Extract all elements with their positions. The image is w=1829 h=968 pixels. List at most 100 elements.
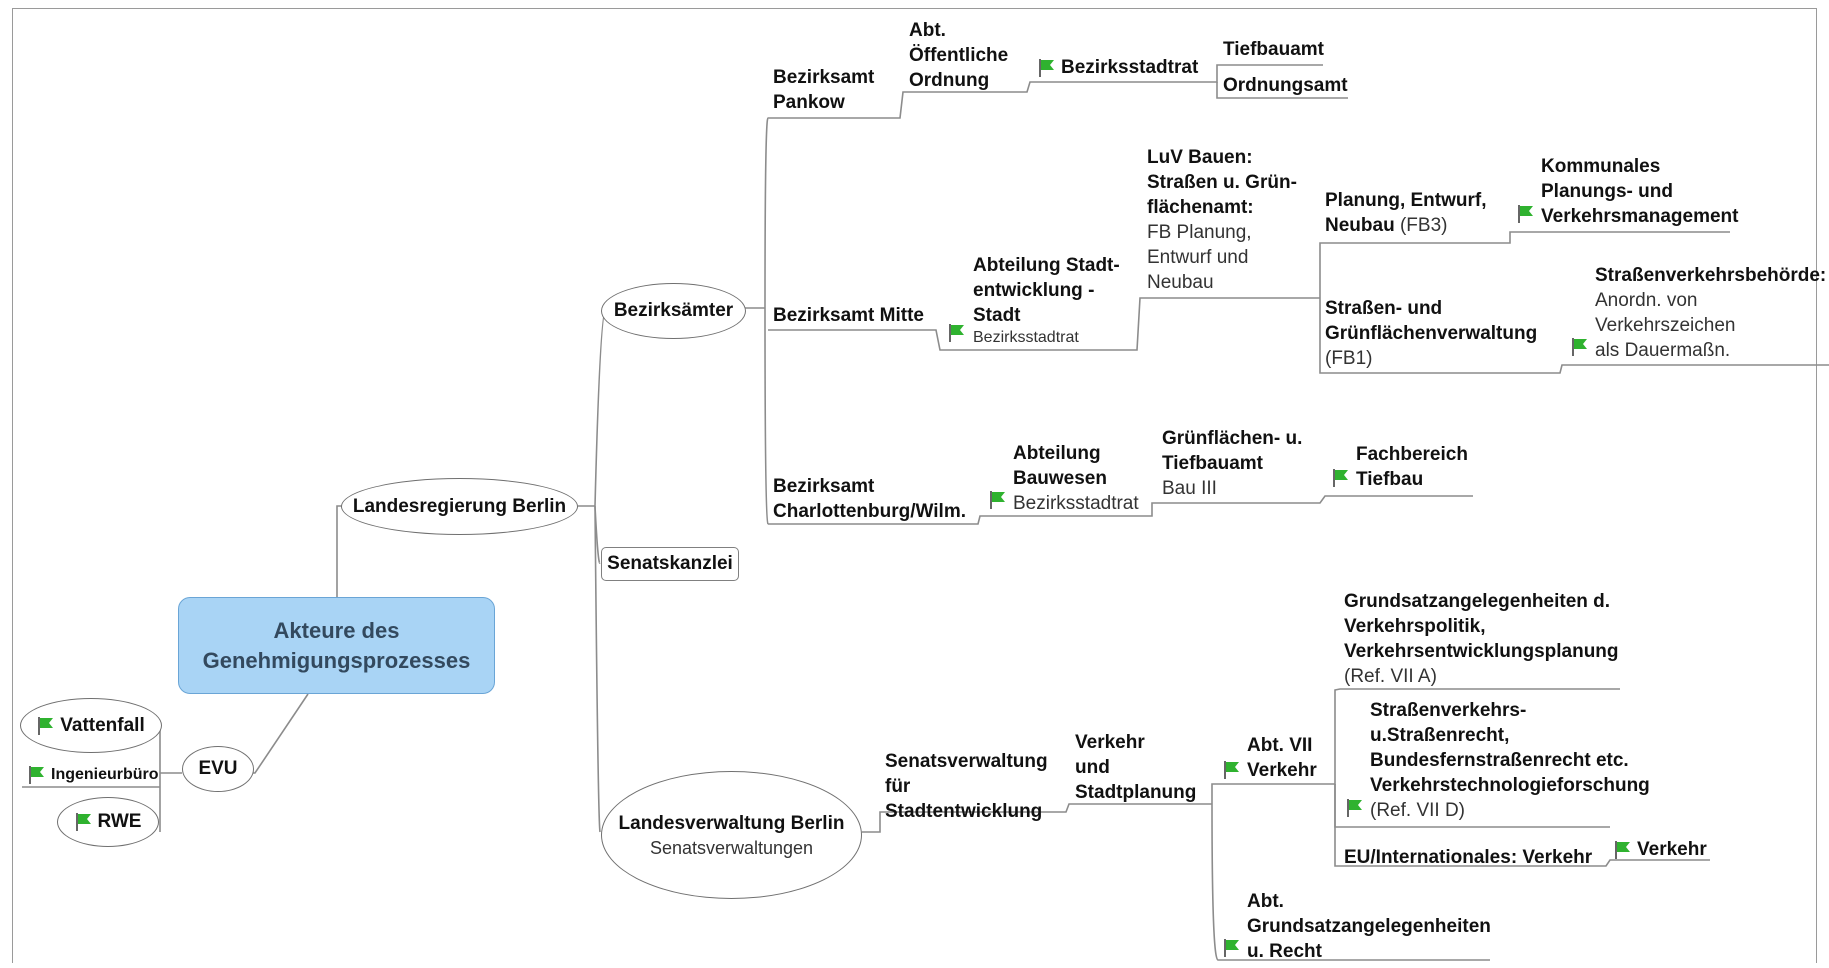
node-verkehr-label: Verkehr bbox=[1637, 839, 1707, 860]
node-svb-sub-line: als Dauermaßn. bbox=[1595, 340, 1731, 361]
node-eu-internationales-label: EU/Internationales: Verkehr bbox=[1344, 847, 1593, 868]
node-abt-grundsatz-recht-line: Abt. bbox=[1247, 891, 1284, 912]
node-strassenverkehrsrecht[interactable]: Straßenverkehrs- u.Straßenrecht, Bundesf… bbox=[1370, 698, 1650, 823]
node-ordnungsamt-label: Ordnungsamt bbox=[1223, 75, 1348, 96]
node-strassenverkehrsrecht-line: Straßenverkehrs- bbox=[1370, 700, 1527, 721]
node-verkehr-stadtplanung-line: und bbox=[1075, 757, 1110, 778]
node-grundsatz-verkehrspolitik[interactable]: Grundsatzangelegenheiten d. Verkehrspoli… bbox=[1344, 589, 1619, 689]
node-landesverwaltung-sub: Senatsverwaltungen bbox=[649, 837, 814, 858]
node-tiefbauamt-label: Tiefbauamt bbox=[1223, 39, 1325, 60]
node-gruenflaechen-tiefbau-line: Tiefbauamt bbox=[1162, 453, 1264, 474]
node-rwe[interactable]: RWE bbox=[57, 797, 159, 847]
node-luv-bauen-line: LuV Bauen: bbox=[1147, 147, 1253, 168]
node-kommunales-verkehrsmanagement[interactable]: Kommunales Planungs- und Verkehrsmanagem… bbox=[1541, 154, 1739, 229]
node-bezirksamt-pankow[interactable]: Bezirksamt Pankow bbox=[773, 65, 874, 115]
node-abt-grundsatz-recht[interactable]: Abt. Grundsatzangelegenheiten u. Recht bbox=[1247, 889, 1491, 964]
root-title-line2: Genehmigungsprozesses bbox=[202, 647, 471, 673]
node-strassenverkehrsrecht-sub: (Ref. VII D) bbox=[1370, 800, 1466, 821]
node-charlottenburg-line: Bezirksamt bbox=[773, 476, 875, 497]
node-grundsatz-verkehrspolitik-line: Verkehrspolitik, bbox=[1344, 616, 1486, 637]
node-landesverwaltung[interactable]: Landesverwaltung Berlin Senatsverwaltung… bbox=[601, 771, 862, 899]
node-fachbereich-tiefbau-line: Fachbereich bbox=[1356, 444, 1468, 465]
node-luv-bauen-line: Straßen u. Grün- bbox=[1147, 172, 1297, 193]
node-luv-bauen-sub-line: FB Planung, bbox=[1147, 222, 1252, 243]
node-rwe-label: RWE bbox=[97, 811, 142, 832]
node-verkehr-stadtplanung[interactable]: Verkehr und Stadtplanung bbox=[1075, 730, 1196, 805]
node-abteilung-bauwesen[interactable]: Abteilung Bauwesen Bezirksstadtrat bbox=[1013, 441, 1139, 516]
node-strassen-fb1-line: Straßen- und bbox=[1325, 298, 1443, 319]
flag-icon bbox=[1224, 939, 1239, 957]
node-abt-vii-verkehr[interactable]: Abt. VII Verkehr bbox=[1247, 733, 1317, 783]
node-tiefbauamt[interactable]: Tiefbauamt bbox=[1223, 37, 1324, 62]
node-landesregierung-label: Landesregierung Berlin bbox=[352, 495, 567, 517]
node-kommunales-line: Planungs- und bbox=[1541, 181, 1673, 202]
node-abt-ordnung-line: Öffentliche bbox=[909, 45, 1009, 66]
node-luv-bauen-line: flächenamt: bbox=[1147, 197, 1254, 218]
node-senatsverwaltung-line: Stadtentwicklung bbox=[885, 801, 1043, 822]
node-mitte-label: Bezirksamt Mitte bbox=[773, 305, 924, 326]
flag-icon bbox=[1518, 205, 1533, 223]
node-abteilung-stadtentwicklung[interactable]: Abteilung Stadt- entwicklung - Stadt Bez… bbox=[973, 253, 1120, 348]
node-abt-oeffentliche-ordnung[interactable]: Abt. Öffentliche Ordnung bbox=[909, 18, 1008, 93]
node-bezirksaemter[interactable]: Bezirksämter bbox=[601, 283, 746, 339]
node-ordnungsamt[interactable]: Ordnungsamt bbox=[1223, 73, 1348, 98]
node-ingenieurbuero-label: Ingenieurbüro bbox=[51, 766, 159, 783]
node-fachbereich-tiefbau[interactable]: Fachbereich Tiefbau bbox=[1356, 442, 1468, 492]
node-gruenflaechen-tiefbau-line: Grünflächen- u. bbox=[1162, 428, 1303, 449]
node-strassen-fb1-line: Grünflächenverwaltung bbox=[1325, 323, 1538, 344]
node-strassen-fb1-sub: (FB1) bbox=[1325, 348, 1373, 369]
root-title-line1: Akteure des bbox=[273, 617, 400, 643]
flag-icon bbox=[75, 813, 91, 831]
node-verkehr[interactable]: Verkehr bbox=[1614, 837, 1707, 862]
node-bezirksstadtrat-pankow-label: Bezirksstadtrat bbox=[1061, 57, 1199, 78]
node-vattenfall-label: Vattenfall bbox=[60, 714, 145, 736]
node-grundsatz-verkehrspolitik-sub: (Ref. VII A) bbox=[1344, 666, 1437, 687]
node-svb-title: Straßenverkehrsbehörde: bbox=[1595, 265, 1827, 286]
canvas-frame bbox=[12, 8, 1817, 963]
node-fachbereich-tiefbau-line: Tiefbau bbox=[1356, 469, 1424, 490]
node-charlottenburg-line: Charlottenburg/Wilm. bbox=[773, 501, 966, 522]
node-svb-sub-line: Verkehrszeichen bbox=[1595, 315, 1736, 336]
node-senatskanzlei[interactable]: Senatskanzlei bbox=[601, 547, 739, 581]
node-vattenfall[interactable]: Vattenfall bbox=[20, 698, 162, 753]
node-eu-internationales[interactable]: EU/Internationales: Verkehr bbox=[1344, 845, 1592, 870]
node-planung-fb3-line: Neubau bbox=[1325, 215, 1395, 236]
node-luv-bauen-sub-line: Neubau bbox=[1147, 272, 1214, 293]
node-abt-ordnung-line: Ordnung bbox=[909, 70, 990, 91]
node-planung-fb3[interactable]: Planung, Entwurf, Neubau (FB3) bbox=[1325, 188, 1487, 238]
node-bezirksamt-mitte[interactable]: Bezirksamt Mitte bbox=[773, 303, 924, 328]
node-abt-grundsatz-recht-line: Grundsatzangelegenheiten bbox=[1247, 916, 1491, 937]
node-senatsverwaltung-stadtentwicklung[interactable]: Senatsverwaltung für Stadtentwicklung bbox=[885, 749, 1048, 824]
node-abt-stadtentwicklung-sub: Bezirksstadtrat bbox=[973, 329, 1079, 346]
node-svb-sub-line: Anordn. von bbox=[1595, 290, 1698, 311]
node-kommunales-line: Kommunales bbox=[1541, 156, 1661, 177]
node-strassenverkehrsrecht-line: Verkehrstechnologieforschung bbox=[1370, 775, 1650, 796]
node-strassenverkehrsrecht-line: Bundesfernstraßenrecht etc. bbox=[1370, 750, 1629, 771]
node-abt-bauwesen-sub: Bezirksstadtrat bbox=[1013, 493, 1139, 514]
node-strassenverkehrsbehoerde[interactable]: Straßenverkehrsbehörde: Anordn. von Verk… bbox=[1595, 263, 1826, 363]
node-strassen-gruenflaechenverwaltung[interactable]: Straßen- und Grünflächenverwaltung (FB1) bbox=[1325, 296, 1537, 371]
node-bezirksstadtrat-pankow[interactable]: Bezirksstadtrat bbox=[1038, 55, 1198, 80]
flag-icon bbox=[38, 716, 54, 735]
node-abt-stadtentwicklung-line: Stadt bbox=[973, 305, 1021, 326]
node-evu[interactable]: EVU bbox=[182, 746, 254, 792]
flag-icon bbox=[29, 765, 44, 784]
node-luv-bauen[interactable]: LuV Bauen: Straßen u. Grün- flächenamt: … bbox=[1147, 145, 1297, 295]
flag-icon bbox=[1333, 469, 1348, 487]
node-gruenflaechen-tiefbauamt[interactable]: Grünflächen- u. Tiefbauamt Bau III bbox=[1162, 426, 1302, 501]
node-bezirksamt-charlottenburg[interactable]: Bezirksamt Charlottenburg/Wilm. bbox=[773, 474, 966, 524]
node-abt-ordnung-line: Abt. bbox=[909, 20, 946, 41]
node-verkehr-stadtplanung-line: Stadtplanung bbox=[1075, 782, 1197, 803]
node-grundsatz-verkehrspolitik-line: Verkehrsentwicklungsplanung bbox=[1344, 641, 1619, 662]
node-abt-bauwesen-line: Bauwesen bbox=[1013, 468, 1107, 489]
flag-icon bbox=[1039, 58, 1054, 77]
node-abt-vii-line: Verkehr bbox=[1247, 760, 1317, 781]
node-planung-fb3-sub: (FB3) bbox=[1399, 215, 1448, 236]
node-ingenieurbuero[interactable]: Ingenieurbüro bbox=[28, 762, 159, 787]
node-landesregierung[interactable]: Landesregierung Berlin bbox=[341, 478, 578, 535]
node-grundsatz-verkehrspolitik-line: Grundsatzangelegenheiten d. bbox=[1344, 591, 1611, 612]
root-node[interactable]: Akteure des Genehmigungsprozesses bbox=[178, 597, 495, 694]
node-landesverwaltung-title: Landesverwaltung Berlin bbox=[618, 812, 845, 834]
